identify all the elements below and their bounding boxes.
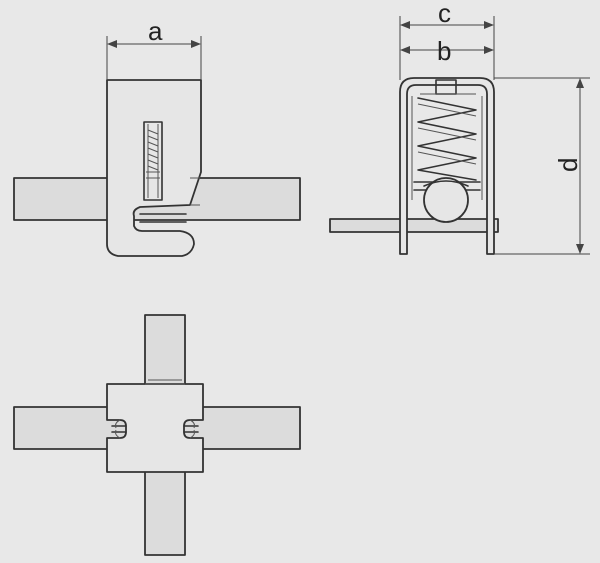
side-view-spring xyxy=(417,97,477,181)
top-view-clamp-body xyxy=(106,383,204,473)
dimension-c-label: c xyxy=(438,0,451,28)
front-view-window xyxy=(143,121,163,201)
dimension-a-label: a xyxy=(148,16,163,46)
dimension-d-label: d xyxy=(553,158,583,172)
dimension-b-label: b xyxy=(437,36,451,66)
dimension-d: d xyxy=(494,77,590,255)
side-view-housing xyxy=(399,77,495,255)
dimension-b: b xyxy=(400,36,494,66)
side-view-bar xyxy=(329,218,499,233)
side-view-ball xyxy=(423,177,469,223)
front-view: a xyxy=(13,16,301,257)
front-view-spring-slot xyxy=(146,124,160,198)
side-view: c b d xyxy=(329,0,590,255)
dimension-c: c xyxy=(399,0,495,80)
top-view xyxy=(13,314,301,556)
dimension-a: a xyxy=(106,16,202,80)
front-view-hook-slot xyxy=(139,213,187,223)
